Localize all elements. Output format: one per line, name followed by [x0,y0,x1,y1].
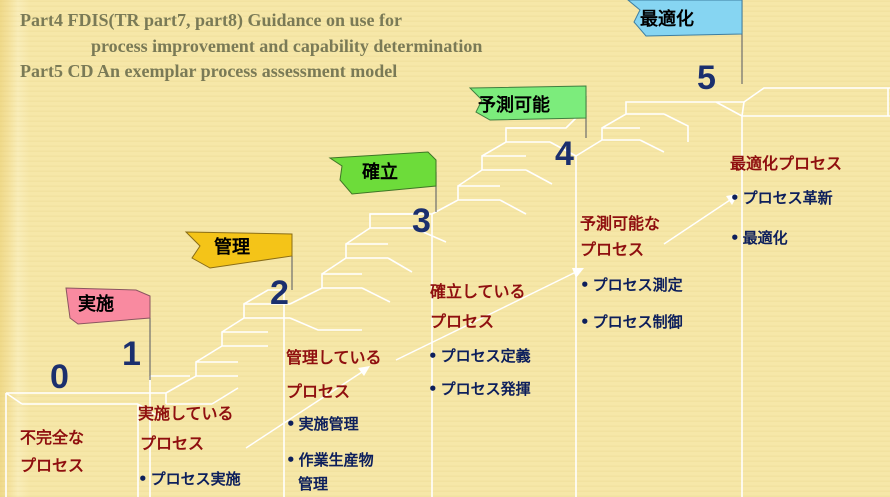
stair-flight-1 [137,303,290,497]
bullet-optimization: 最適化 [730,229,788,248]
arrow-2-to-3-head [572,268,584,278]
level-number-4: 4 [555,135,574,173]
process-label-2-line1: 管理している [286,348,382,367]
level-number-5: 5 [697,59,716,97]
flag-label-predictable: 予測可能 [478,95,550,116]
flag-label-established: 確立 [362,162,398,183]
stair-flight-2 [289,213,414,331]
process-label-3-line2: プロセス [430,312,495,331]
process-label-3-line1: 確立している [430,282,526,301]
flag-2 [184,231,293,269]
flag-1 [65,287,151,325]
header-line-part4: Part4 FDIS(TR part7, part8) Guidance on … [20,10,402,30]
stair-flight-4 [575,101,689,157]
arrow-1-to-2-head [358,366,370,376]
level-number-3: 3 [412,202,431,240]
flag-5 [627,0,743,37]
bullet-process-measurement: プロセス測定 [580,276,683,295]
bullet-process-performance: プロセス実施 [138,470,241,489]
header-line-part4-cont: process improvement and capability deter… [91,36,483,56]
process-label-4-line1: 予測可能な [580,214,661,233]
process-label-1-line1: 実施している [138,404,234,423]
stair-level-5 [742,87,890,117]
arrow-3-to-4 [663,199,731,245]
header-line-part5: Part5 CD An exemplar process assessment … [20,61,398,81]
flag-label-managed: 管理 [214,237,250,258]
process-label-4-line2: プロセス [580,240,645,259]
bullet-process-control: プロセス制御 [580,313,683,332]
flag-label-implemented: 実施 [78,294,114,315]
arrow-1-to-2 [245,371,363,449]
level-number-2: 2 [270,274,289,312]
process-label-0-line1: 不完全な [20,428,85,447]
arrow-2-to-3 [395,271,577,361]
level-number-1: 1 [122,335,141,373]
stair-level-3 [506,115,579,129]
bullet-work-product: 作業生産物 [286,451,374,470]
bullet-process-deployment: プロセス発揮 [428,380,531,399]
process-label-0-line2: プロセス [20,456,85,475]
bullet-work-product-management-cont: 管理 [298,475,329,493]
bullet-process-innovation: プロセス革新 [730,189,833,208]
process-label-1-line2: プロセス [140,434,205,453]
stair-level-0 [5,392,138,497]
process-label-2-line2: プロセス [286,382,351,401]
flag-4 [468,85,587,121]
level-number-0: 0 [50,358,69,396]
flag-3 [328,151,437,195]
flag-label-optimizing: 最適化 [640,9,694,30]
process-label-5: 最適化プロセス [730,154,843,173]
bullet-process-definition: プロセス定義 [428,347,531,366]
stair-level-1 [149,289,285,497]
bullet-performance-management: 実施管理 [286,415,359,434]
